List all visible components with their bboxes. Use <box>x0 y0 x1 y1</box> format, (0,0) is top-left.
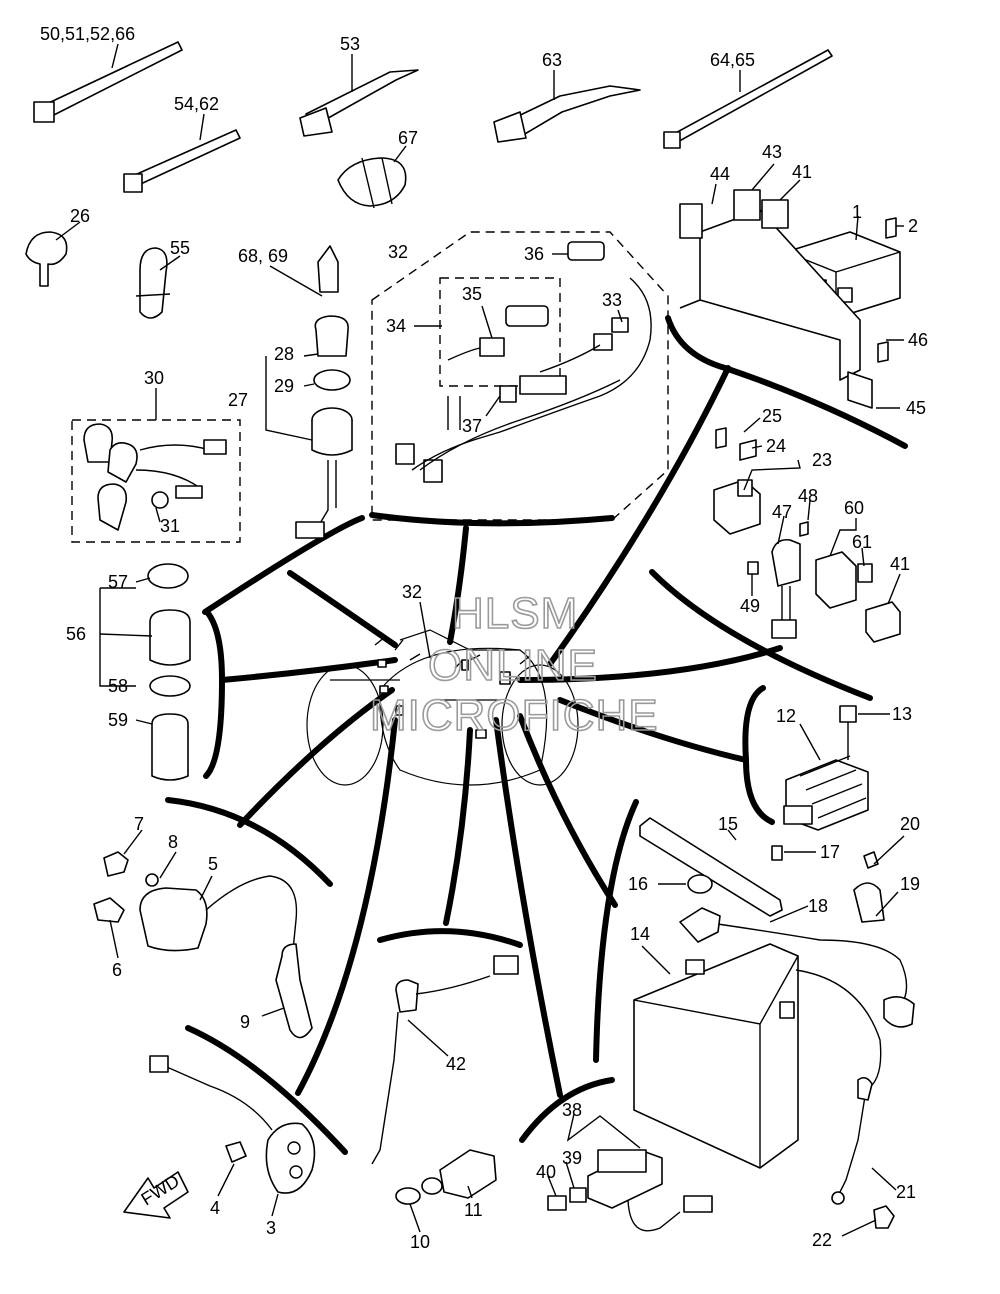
callout-labels: 50,51,52,66 53 63 64,65 54,62 67 26 55 6… <box>40 24 928 1252</box>
sensor-42 <box>371 955 519 1165</box>
callout-16: 16 <box>628 874 648 894</box>
callout-29: 29 <box>274 376 294 396</box>
callout-32-top: 32 <box>388 242 408 262</box>
callout-46: 46 <box>908 330 928 350</box>
ecu-unit <box>679 189 901 409</box>
callout-31: 31 <box>160 516 180 536</box>
callout-56: 56 <box>66 624 86 644</box>
callout-26: 26 <box>70 206 90 226</box>
callout-13: 13 <box>892 704 912 724</box>
callout-14: 14 <box>630 924 650 944</box>
callout-10: 10 <box>410 1232 430 1252</box>
callout-25: 25 <box>762 406 782 426</box>
callout-8: 8 <box>168 832 178 852</box>
watermark-line-1: HLSM <box>452 589 578 638</box>
callout-34: 34 <box>386 316 406 336</box>
callout-47: 47 <box>772 502 792 522</box>
callout-15: 15 <box>718 814 738 834</box>
callout-63: 63 <box>542 50 562 70</box>
callout-67: 67 <box>398 128 418 148</box>
callout-19: 19 <box>900 874 920 894</box>
headlight-harness <box>83 423 227 531</box>
callout-27: 27 <box>228 390 248 410</box>
watermark-line-2: ONLINE <box>428 641 598 690</box>
relays-47-60 <box>747 521 901 643</box>
callout-50-51-52-66: 50,51,52,66 <box>40 24 135 44</box>
callout-40: 40 <box>536 1162 556 1182</box>
callout-21: 21 <box>896 1182 916 1202</box>
battery-stay <box>639 817 885 923</box>
cable-tie-54 <box>123 129 241 193</box>
callout-1: 1 <box>852 202 862 222</box>
callout-28: 28 <box>274 344 294 364</box>
callout-55: 55 <box>170 238 190 258</box>
cable-tie-64 <box>663 49 833 149</box>
callout-32-mid: 32 <box>402 582 422 602</box>
callout-17: 17 <box>820 842 840 862</box>
callout-4: 4 <box>210 1198 220 1218</box>
callout-59: 59 <box>108 710 128 730</box>
cable-tie-53 <box>299 69 419 137</box>
callout-42: 42 <box>446 1054 466 1074</box>
callout-2: 2 <box>908 216 918 236</box>
callout-39: 39 <box>562 1148 582 1168</box>
starter-relay <box>713 427 761 535</box>
callout-58: 58 <box>108 676 128 696</box>
callout-6: 6 <box>112 960 122 980</box>
switch-11 <box>395 1149 497 1205</box>
pickup-coil <box>149 1055 316 1194</box>
cable-tie-63 <box>493 85 641 143</box>
main-switch <box>295 245 353 539</box>
callout-33: 33 <box>602 290 622 310</box>
callout-3: 3 <box>266 1218 276 1238</box>
callout-43: 43 <box>762 142 782 162</box>
callout-9: 9 <box>240 1012 250 1032</box>
callout-61: 61 <box>852 532 872 552</box>
callout-30: 30 <box>144 368 164 388</box>
watermark: HLSM ONLINE MICROFICHE <box>369 588 659 741</box>
leader-lines <box>55 43 905 1237</box>
callout-64-65: 64,65 <box>710 50 755 70</box>
callout-41-top: 41 <box>792 162 812 182</box>
cable-tie-50 <box>33 41 183 123</box>
callout-44: 44 <box>710 164 730 184</box>
callout-60: 60 <box>844 498 864 518</box>
fwd-arrow: FWD <box>123 1171 189 1219</box>
callout-49: 49 <box>740 596 760 616</box>
callout-45: 45 <box>906 398 926 418</box>
clamp-67 <box>337 157 407 209</box>
callout-41-mid: 41 <box>890 554 910 574</box>
callout-35: 35 <box>462 284 482 304</box>
callout-20: 20 <box>900 814 920 834</box>
callout-24: 24 <box>766 436 786 456</box>
callout-57: 57 <box>108 572 128 592</box>
clip-55 <box>135 247 171 319</box>
group-brackets <box>165 315 908 1155</box>
dc-socket-parts <box>147 563 191 781</box>
callout-37: 37 <box>462 416 482 436</box>
callout-23: 23 <box>812 450 832 470</box>
callout-7: 7 <box>134 814 144 834</box>
rectifier-regulator <box>783 705 869 831</box>
fuse-box <box>547 1149 713 1232</box>
battery <box>633 907 915 1229</box>
callout-22: 22 <box>812 1230 832 1250</box>
callout-53: 53 <box>340 34 360 54</box>
watermark-line-3: MICROFICHE <box>370 691 659 740</box>
callout-36: 36 <box>524 244 544 264</box>
callout-12: 12 <box>776 706 796 726</box>
callout-48: 48 <box>798 486 818 506</box>
wire-harness-32 <box>395 241 652 483</box>
ignition-coil <box>93 851 313 1039</box>
callout-54-62: 54,62 <box>174 94 219 114</box>
callout-18: 18 <box>808 896 828 916</box>
callout-5: 5 <box>208 854 218 874</box>
clamp-26 <box>25 231 68 287</box>
callout-38: 38 <box>562 1100 582 1120</box>
callout-11: 11 <box>464 1200 483 1220</box>
vehicle-frame-outline <box>306 629 579 786</box>
callout-68-69: 68, 69 <box>238 246 288 266</box>
